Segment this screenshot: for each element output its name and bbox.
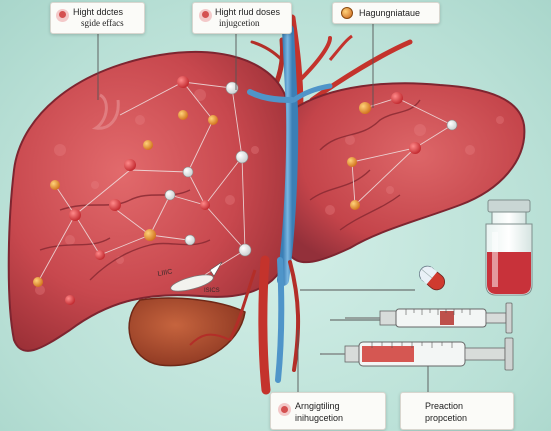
- warning-icon: [278, 403, 291, 416]
- callout-preparation-line2: propcetion: [425, 413, 468, 423]
- medicine-vial: [485, 199, 533, 296]
- inline-label-b: ISICS: [204, 288, 220, 294]
- callout-high-doses-line1: Hight ddctes: [73, 7, 124, 17]
- gallbladder: [128, 297, 246, 367]
- portal-vein: [277, 24, 299, 286]
- callout-angiography-line2: inihugcetion: [295, 413, 344, 423]
- callout-preparation: Preaction propcetion: [400, 392, 514, 430]
- lower-vessels: [189, 255, 301, 395]
- warning-icon: [56, 9, 69, 22]
- capsule-pill: [419, 265, 445, 291]
- callout-high-risk-doses-line2: injugcetion: [219, 18, 260, 28]
- callout-high-risk-doses: Hight rlud doses injugcetion: [192, 2, 292, 34]
- inline-label-a: LIIIC: [157, 269, 173, 278]
- liver-left-lobe: [7, 51, 292, 352]
- callout-angiography: Arngigtiling inihugcetion: [270, 392, 386, 430]
- syringe-upper: [345, 302, 513, 334]
- callout-high-doses-line2: sgide effacs: [81, 18, 124, 28]
- inline-pill: [170, 261, 223, 292]
- callout-preparation-line1: Preaction: [425, 401, 464, 411]
- syringe-lower: [322, 337, 514, 371]
- callout-high-risk-doses-line1: Hight rlud doses: [215, 7, 281, 17]
- callout-angiography-line1: Arngigtiling: [295, 401, 340, 411]
- callout-high-doses: Hight ddctes sgide effacs: [50, 2, 145, 34]
- marker-nodes: [33, 76, 458, 305]
- orange-dot-icon: [341, 7, 353, 19]
- callout-hepatotoxicity: Hagungniataue: [332, 2, 440, 24]
- callout-leaders: [97, 18, 429, 392]
- liver-texture: [35, 89, 504, 295]
- warning-icon: [199, 9, 212, 22]
- callout-hepatotoxicity-line1: Hagungniataue: [359, 8, 421, 18]
